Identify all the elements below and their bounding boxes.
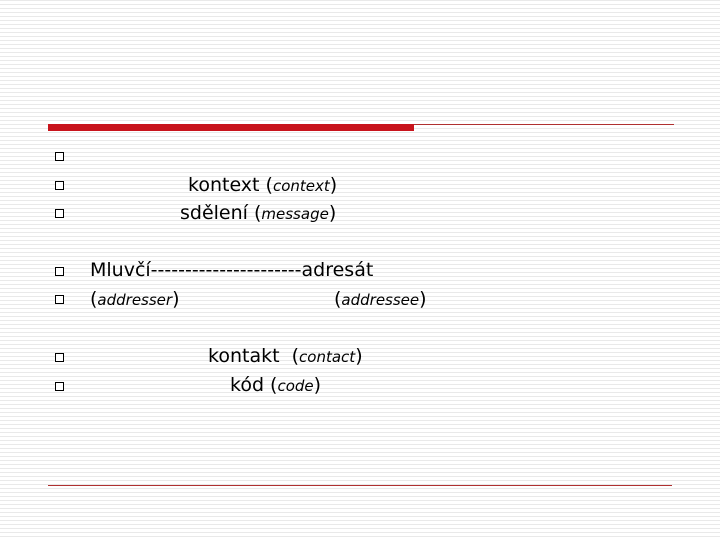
message-word: sdělení — [180, 202, 248, 224]
bullet-square-icon — [55, 152, 64, 161]
context-item: kontext (context) — [188, 174, 338, 196]
bullet-square-icon — [55, 267, 64, 276]
title-accent-bar — [48, 124, 414, 131]
speaker-addressee-line: Mluvčí----------------------adresát — [90, 259, 374, 281]
top-divider-line — [414, 124, 674, 125]
addresser-gloss: addresser — [97, 291, 173, 309]
addresser-item: (addresser) — [90, 288, 180, 310]
bullet-square-icon — [55, 209, 64, 218]
context-word: kontext — [188, 174, 260, 196]
bullet-square-icon — [55, 353, 64, 362]
message-gloss: message — [261, 205, 329, 223]
code-word: kód — [230, 374, 265, 396]
bullet-square-icon — [55, 382, 64, 391]
bullet-square-icon — [55, 181, 64, 190]
code-item: kód (code) — [230, 374, 322, 396]
bullet-square-icon — [55, 295, 64, 304]
addressee-item: (addressee) — [334, 288, 427, 310]
addressee-gloss: addressee — [341, 291, 420, 309]
contact-gloss: contact — [299, 348, 356, 366]
bottom-divider-line — [48, 485, 672, 486]
code-gloss: code — [277, 377, 314, 395]
message-item: sdělení (message) — [180, 202, 337, 224]
contact-item: kontakt (contact) — [208, 345, 363, 367]
context-gloss: context — [272, 177, 330, 195]
contact-word: kontakt — [208, 345, 280, 367]
